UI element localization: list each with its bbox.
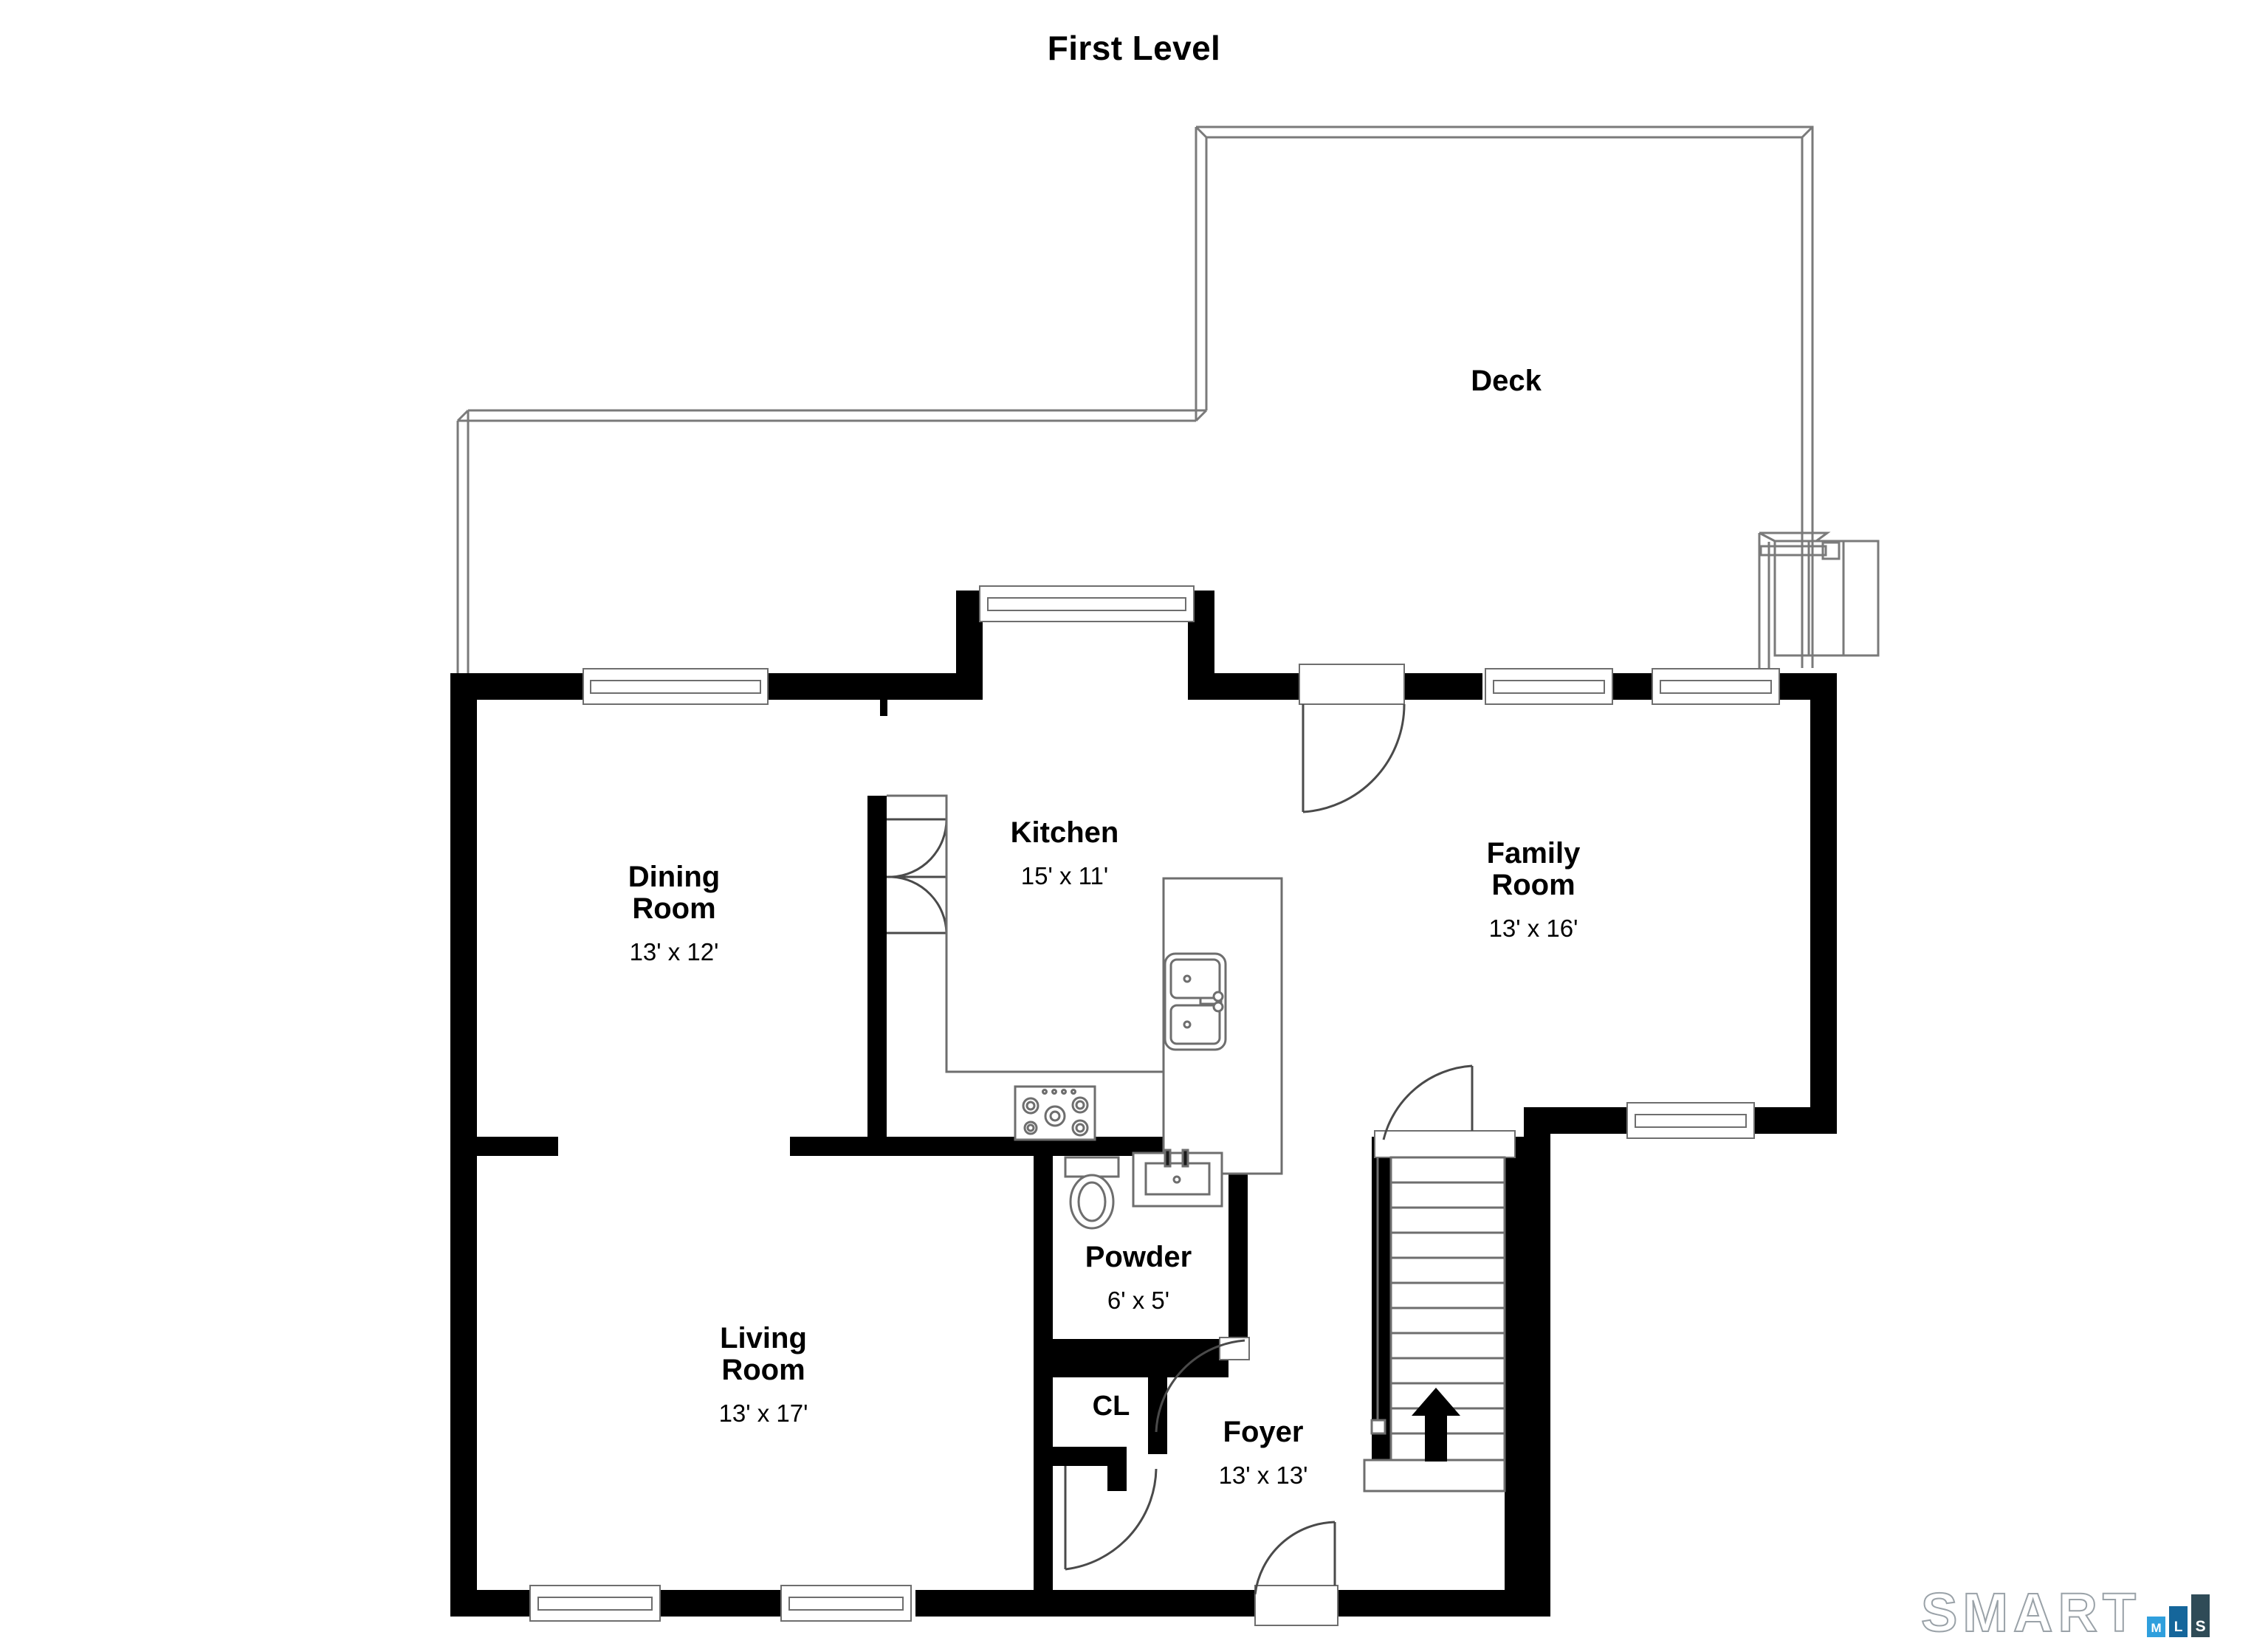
powder-vanity — [1132, 1149, 1223, 1208]
deck-outline — [456, 125, 1814, 679]
kitchen-island-sink — [1164, 952, 1227, 1051]
room-name-deck: Deck — [1471, 365, 1542, 398]
window-dining-top — [583, 668, 769, 705]
window-family-right — [1626, 1102, 1755, 1139]
windows — [529, 585, 1780, 1622]
room-name-living-room: Living Room — [720, 1322, 807, 1386]
page-title: First Level — [1047, 29, 1221, 67]
room-dim-kitchen: 15' x 11' — [1020, 862, 1109, 890]
powder-toilet — [1064, 1156, 1120, 1230]
mls-box-m: M — [2147, 1617, 2166, 1637]
door-front — [1254, 1521, 1339, 1626]
window-family-top-1 — [1485, 668, 1613, 705]
room-label-kitchen: Kitchen 15' x 11' — [969, 805, 1161, 901]
room-dim-living-room: 13' x 17' — [718, 1399, 808, 1427]
door-stair-top — [1374, 1064, 1516, 1158]
room-label-powder: Powder 6' x 5' — [1057, 1229, 1220, 1326]
smart-mls-letter-boxes: M L S — [2147, 1594, 2210, 1637]
room-name-kitchen: Kitchen — [1010, 816, 1119, 850]
door-deck-entry — [1299, 664, 1406, 813]
room-label-closet: CL — [1067, 1379, 1155, 1448]
window-family-top-2 — [1652, 668, 1780, 705]
mls-box-l: L — [2169, 1606, 2188, 1637]
doors — [887, 664, 1516, 1626]
walls — [450, 591, 1837, 1617]
window-kitchen-top — [979, 585, 1195, 622]
room-name-powder: Powder — [1085, 1241, 1192, 1274]
smart-mls-wordmark: SMART — [1920, 1581, 2142, 1643]
room-name-family-room: Family Room — [1486, 837, 1581, 901]
room-dim-foyer: 13' x 13' — [1218, 1462, 1308, 1490]
room-dim-dining-room: 13' x 12' — [629, 937, 719, 965]
window-living-bottom-2 — [780, 1585, 912, 1622]
mls-box-s: S — [2191, 1594, 2210, 1637]
room-label-living-room: Living Room 13' x 17' — [671, 1310, 856, 1439]
door-powder — [1155, 1337, 1250, 1433]
deck-stairs — [1758, 531, 1880, 668]
room-label-dining-room: Dining Room 13' x 12' — [585, 849, 763, 977]
kitchen-range — [1014, 1085, 1096, 1141]
window-living-bottom-1 — [529, 1585, 661, 1622]
room-dim-powder: 6' x 5' — [1107, 1287, 1170, 1315]
room-name-closet: CL — [1092, 1391, 1130, 1422]
room-name-foyer: Foyer — [1223, 1416, 1304, 1449]
door-kitchen-bifold — [887, 818, 948, 934]
room-label-family-room: Family Room 13' x 16' — [1441, 825, 1626, 954]
room-label-deck: Deck — [1410, 353, 1602, 424]
room-dim-family-room: 13' x 16' — [1488, 914, 1578, 942]
room-name-dining-room: Dining Room — [628, 861, 721, 925]
smart-mls-logo: SMART M L S — [1920, 1577, 2238, 1643]
door-closet — [1064, 1466, 1158, 1571]
room-label-foyer: Foyer 13' x 13' — [1175, 1404, 1352, 1501]
stair-up-arrow — [1412, 1388, 1460, 1462]
